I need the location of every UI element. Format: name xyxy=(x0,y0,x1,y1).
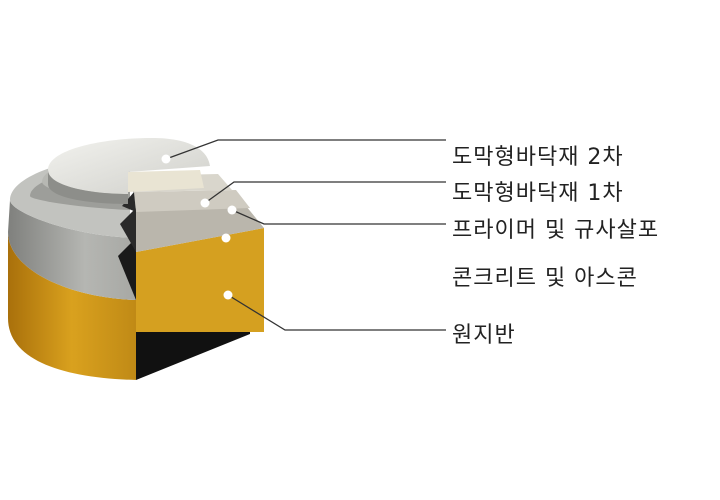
label-ground: 원지반 xyxy=(452,323,516,348)
label-concrete: 콘크리트 및 아스콘 xyxy=(452,266,638,291)
label-primer: 프라이머 및 규사살포 xyxy=(452,218,660,243)
marker-dots xyxy=(161,154,237,300)
leader-line-0 xyxy=(165,139,446,160)
marker-dot-0 xyxy=(161,154,171,164)
marker-dot-3 xyxy=(221,233,231,243)
leader-line-2 xyxy=(231,209,446,225)
ground-layer xyxy=(8,228,264,380)
leader-lines xyxy=(165,139,446,331)
coat2-layer xyxy=(48,138,210,204)
label-coat1: 도막형바닥재 1차 xyxy=(452,181,624,206)
marker-dot-1 xyxy=(200,198,210,208)
marker-dot-4 xyxy=(223,290,233,300)
leader-line-1 xyxy=(204,181,446,204)
marker-dot-2a xyxy=(227,205,237,215)
leader-line-4 xyxy=(227,294,446,331)
label-coat2: 도막형바닥재 2차 xyxy=(452,145,624,170)
